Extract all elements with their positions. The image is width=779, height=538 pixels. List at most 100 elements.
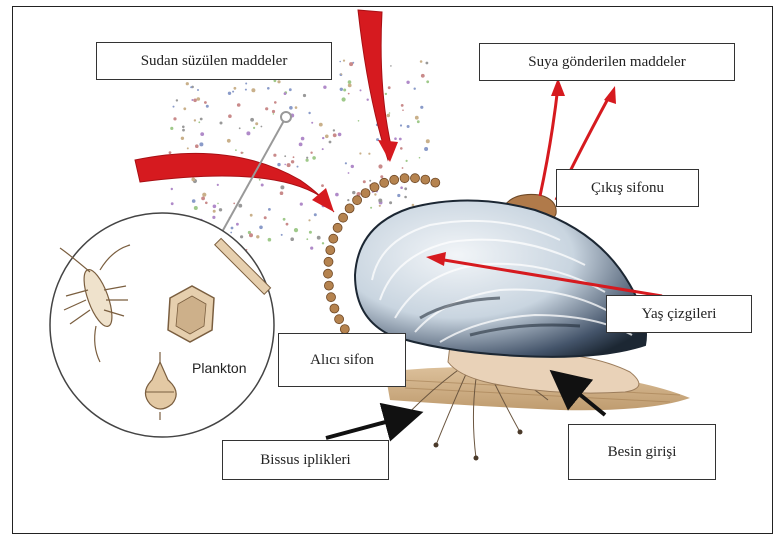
particle	[321, 184, 324, 187]
particle	[239, 127, 241, 129]
particle	[268, 208, 271, 211]
particle	[173, 106, 175, 108]
particle	[310, 152, 312, 154]
particle	[290, 237, 294, 241]
particle	[264, 216, 267, 219]
particle	[374, 193, 376, 195]
particle	[319, 123, 323, 127]
label-food-intake: Besin girişi	[568, 424, 716, 480]
particle	[311, 122, 313, 124]
particle	[273, 113, 275, 115]
particle	[407, 125, 410, 128]
particle	[235, 149, 237, 151]
particle	[284, 164, 286, 166]
particle	[281, 234, 283, 236]
siphon-tentacle	[326, 246, 335, 255]
particle	[314, 213, 317, 216]
particle	[323, 86, 326, 89]
particle	[197, 89, 199, 91]
particle	[424, 147, 428, 151]
particle	[202, 193, 206, 197]
particle	[228, 114, 232, 118]
particle	[360, 89, 362, 91]
particle	[233, 203, 235, 205]
particle	[389, 112, 391, 114]
particle	[295, 106, 298, 109]
particle	[194, 119, 196, 121]
particle	[280, 191, 284, 195]
label-plankton: Plankton	[192, 360, 246, 376]
siphon-tentacle	[411, 174, 420, 183]
particle	[237, 103, 241, 107]
particle	[253, 127, 255, 129]
siphon-tentacle	[380, 178, 389, 187]
particle	[379, 205, 381, 207]
particle	[200, 132, 204, 136]
particle	[399, 138, 402, 141]
particle	[181, 137, 184, 140]
particle	[345, 162, 347, 164]
particle	[333, 133, 337, 137]
label-expelled: Suya gönderilen maddeler	[479, 43, 735, 81]
particle	[182, 129, 185, 132]
particle	[187, 147, 189, 149]
siphon-tentacle	[353, 196, 362, 205]
siphon-tentacle	[390, 175, 399, 184]
byssus-arrow	[326, 416, 408, 438]
particle	[426, 139, 430, 143]
siphon-tentacle	[329, 234, 338, 243]
particle	[397, 194, 400, 197]
particle	[388, 86, 391, 89]
particle	[400, 186, 403, 189]
particle	[217, 203, 219, 205]
siphon-tentacle	[400, 174, 409, 183]
siphon-tentacle	[370, 183, 379, 192]
particle	[310, 247, 313, 250]
particle	[351, 165, 354, 168]
particle	[329, 141, 332, 144]
particle	[246, 131, 250, 135]
particle	[348, 172, 350, 174]
particle	[183, 107, 186, 110]
siphon-tentacle	[335, 315, 344, 324]
particle	[234, 87, 237, 90]
particle	[306, 157, 308, 159]
particle	[227, 139, 231, 143]
particle	[414, 88, 416, 90]
siphon-tentacle	[333, 223, 342, 232]
particle	[322, 242, 324, 244]
particle	[261, 126, 263, 128]
particle	[299, 143, 303, 147]
siphon-tentacle	[330, 304, 339, 313]
particle	[186, 82, 189, 85]
particle	[297, 166, 299, 168]
particle	[340, 88, 343, 91]
particle	[312, 156, 316, 160]
particle	[300, 203, 303, 206]
particle	[265, 107, 268, 110]
particle	[284, 155, 286, 157]
particle	[176, 99, 178, 101]
particle	[289, 88, 292, 91]
particle	[236, 223, 239, 226]
particle	[389, 201, 392, 204]
label-byssus: Bissus iplikleri	[222, 440, 389, 480]
particle	[306, 238, 308, 240]
particle	[380, 175, 383, 178]
particle	[341, 73, 343, 75]
particle	[273, 154, 276, 157]
particle	[322, 137, 324, 139]
siphon-tentacle	[324, 257, 333, 266]
particle	[286, 223, 289, 226]
particle	[249, 233, 253, 237]
siphon-tentacle	[339, 213, 348, 222]
particle	[230, 232, 232, 234]
particle	[306, 159, 309, 162]
particle	[182, 126, 185, 129]
particle	[343, 60, 345, 62]
particle	[343, 89, 346, 92]
particle	[213, 205, 217, 209]
particle	[173, 117, 176, 120]
particle	[404, 187, 407, 190]
particle	[205, 202, 208, 205]
